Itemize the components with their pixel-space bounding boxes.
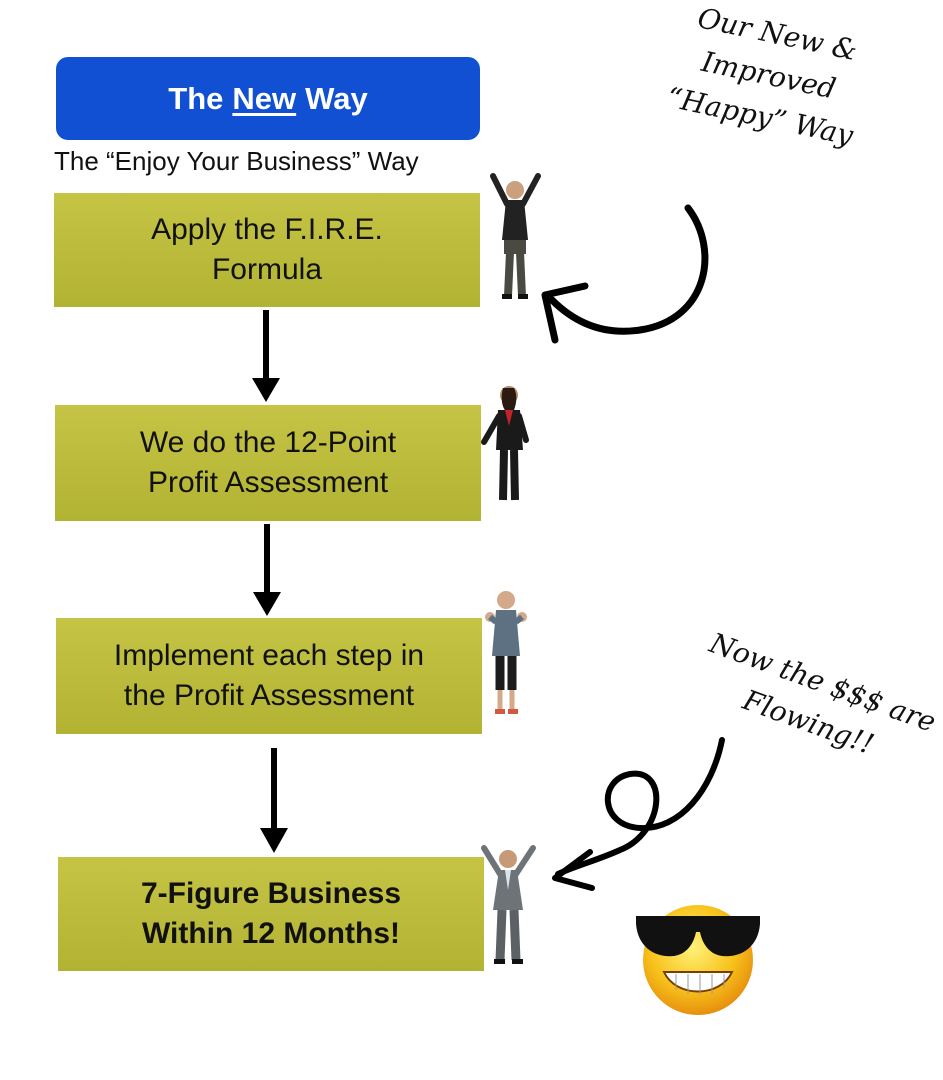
- new-way-header: The New Way: [56, 57, 480, 140]
- step-4-line-2: Within 12 Months!: [141, 917, 401, 950]
- flow-step-seven-figure: 7-Figure Business Within 12 Months!: [58, 857, 484, 971]
- header-subtitle: The “Enjoy Your Business” Way: [54, 146, 419, 176]
- flow-arrow-2: [253, 524, 281, 616]
- person-pointing-icon: [481, 386, 529, 501]
- sunglasses-grin-emoji: [636, 905, 760, 1015]
- person-thumbs-up-icon: [485, 591, 527, 714]
- step-1-line-2: Formula: [211, 253, 323, 286]
- header-title-emphasis: New: [232, 80, 297, 116]
- businessman-cheering-icon: [481, 845, 536, 964]
- flow-step-profit-assessment: We do the 12-Point Profit Assessment: [55, 405, 481, 521]
- step-3-line-2: the Profit Assessment: [123, 679, 415, 712]
- flow-arrow-3: [260, 748, 288, 853]
- flow-arrow-1: [252, 310, 280, 402]
- header-title-suffix: Way: [305, 80, 368, 116]
- person-cheering-icon: [490, 173, 541, 299]
- step-4-line-1: 7-Figure Business: [140, 877, 402, 910]
- curved-arrow-happy: [541, 204, 709, 344]
- step-2-line-1: We do the 12-Point: [139, 426, 397, 459]
- flow-step-fire-formula: Apply the F.I.R.E. Formula: [54, 193, 480, 307]
- step-2-line-2: Profit Assessment: [147, 466, 389, 499]
- looped-arrow-flowing: [552, 737, 725, 891]
- header-title-prefix: The: [168, 80, 224, 116]
- flow-step-implement: Implement each step in the Profit Assess…: [56, 618, 482, 734]
- step-1-line-1: Apply the F.I.R.E.: [151, 213, 383, 246]
- step-3-line-1: Implement each step in: [113, 639, 425, 672]
